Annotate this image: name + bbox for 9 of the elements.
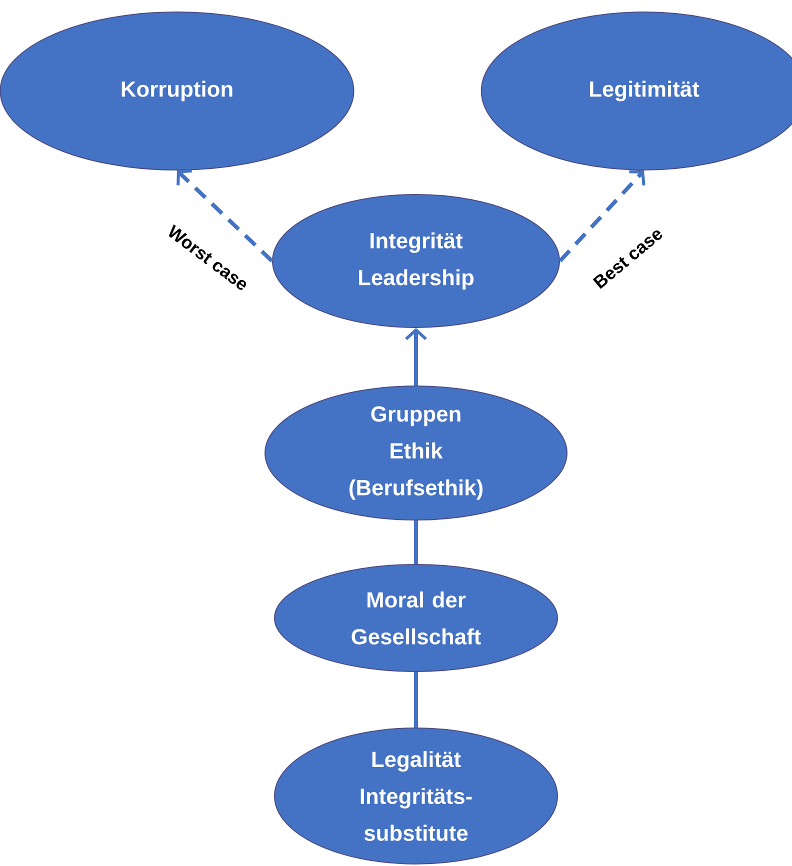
arrow: [405, 328, 427, 386]
ellipse-node: Integrität Leadership: [272, 194, 560, 328]
ellipse-node: Moral der Gesellschaft: [274, 564, 558, 672]
ellipse-node: Legalität Integritäts-substitute: [274, 728, 558, 864]
ellipse-node: Legitimität: [480, 12, 792, 170]
arrow: [558, 170, 646, 262]
ellipse-node: Gruppen Ethik (Berufsethik): [264, 386, 568, 520]
arrow: [176, 169, 274, 262]
ellipse-node: Korruption: [0, 12, 354, 170]
